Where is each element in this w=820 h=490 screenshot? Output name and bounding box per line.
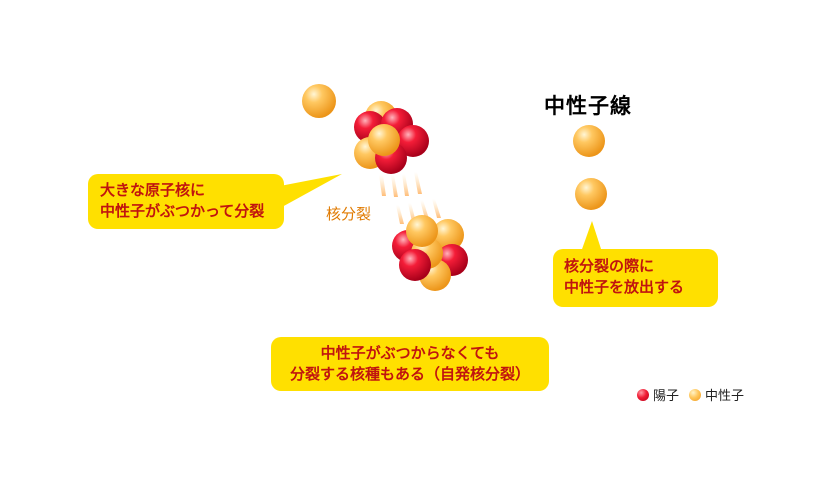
- callout-release-line2: 中性子を放出する: [564, 278, 685, 296]
- callout-release: 核分裂の際に 中性子を放出する: [553, 249, 718, 307]
- callout-spontaneous-line1: 中性子がぶつからなくても: [320, 344, 500, 362]
- legend: 陽子 中性子: [637, 385, 754, 404]
- callout-release-line1: 核分裂の際に: [564, 257, 655, 275]
- callout-spontaneous-line2: 分裂する核種もある（自発核分裂）: [289, 365, 530, 383]
- upper-nucleus: [354, 101, 429, 174]
- legend-proton-label: 陽子: [653, 389, 680, 404]
- fission-streaks: [379, 172, 441, 224]
- fission-label: 核分裂: [326, 205, 372, 223]
- callout-collision: 大きな原子核に 中性子がぶつかって分裂: [88, 174, 284, 229]
- legend-neutron-label: 中性子: [705, 389, 745, 404]
- lower-nucleus: [392, 215, 468, 291]
- callout-collision-pointer: [280, 174, 342, 207]
- callout-spontaneous: 中性子がぶつからなくても 分裂する核種もある（自発核分裂）: [271, 337, 549, 391]
- callout-release-pointer: [581, 221, 602, 252]
- incoming-neutron: [302, 84, 336, 118]
- proton-swatch-icon: [637, 388, 649, 401]
- emitted-neutron-1: [573, 125, 605, 157]
- callout-collision-line2: 中性子がぶつかって分裂: [100, 202, 265, 220]
- title: 中性子線: [544, 94, 632, 118]
- callout-collision-line1: 大きな原子核に: [100, 181, 206, 199]
- emitted-neutron-2: [575, 178, 607, 210]
- neutron-swatch-icon: [689, 388, 702, 401]
